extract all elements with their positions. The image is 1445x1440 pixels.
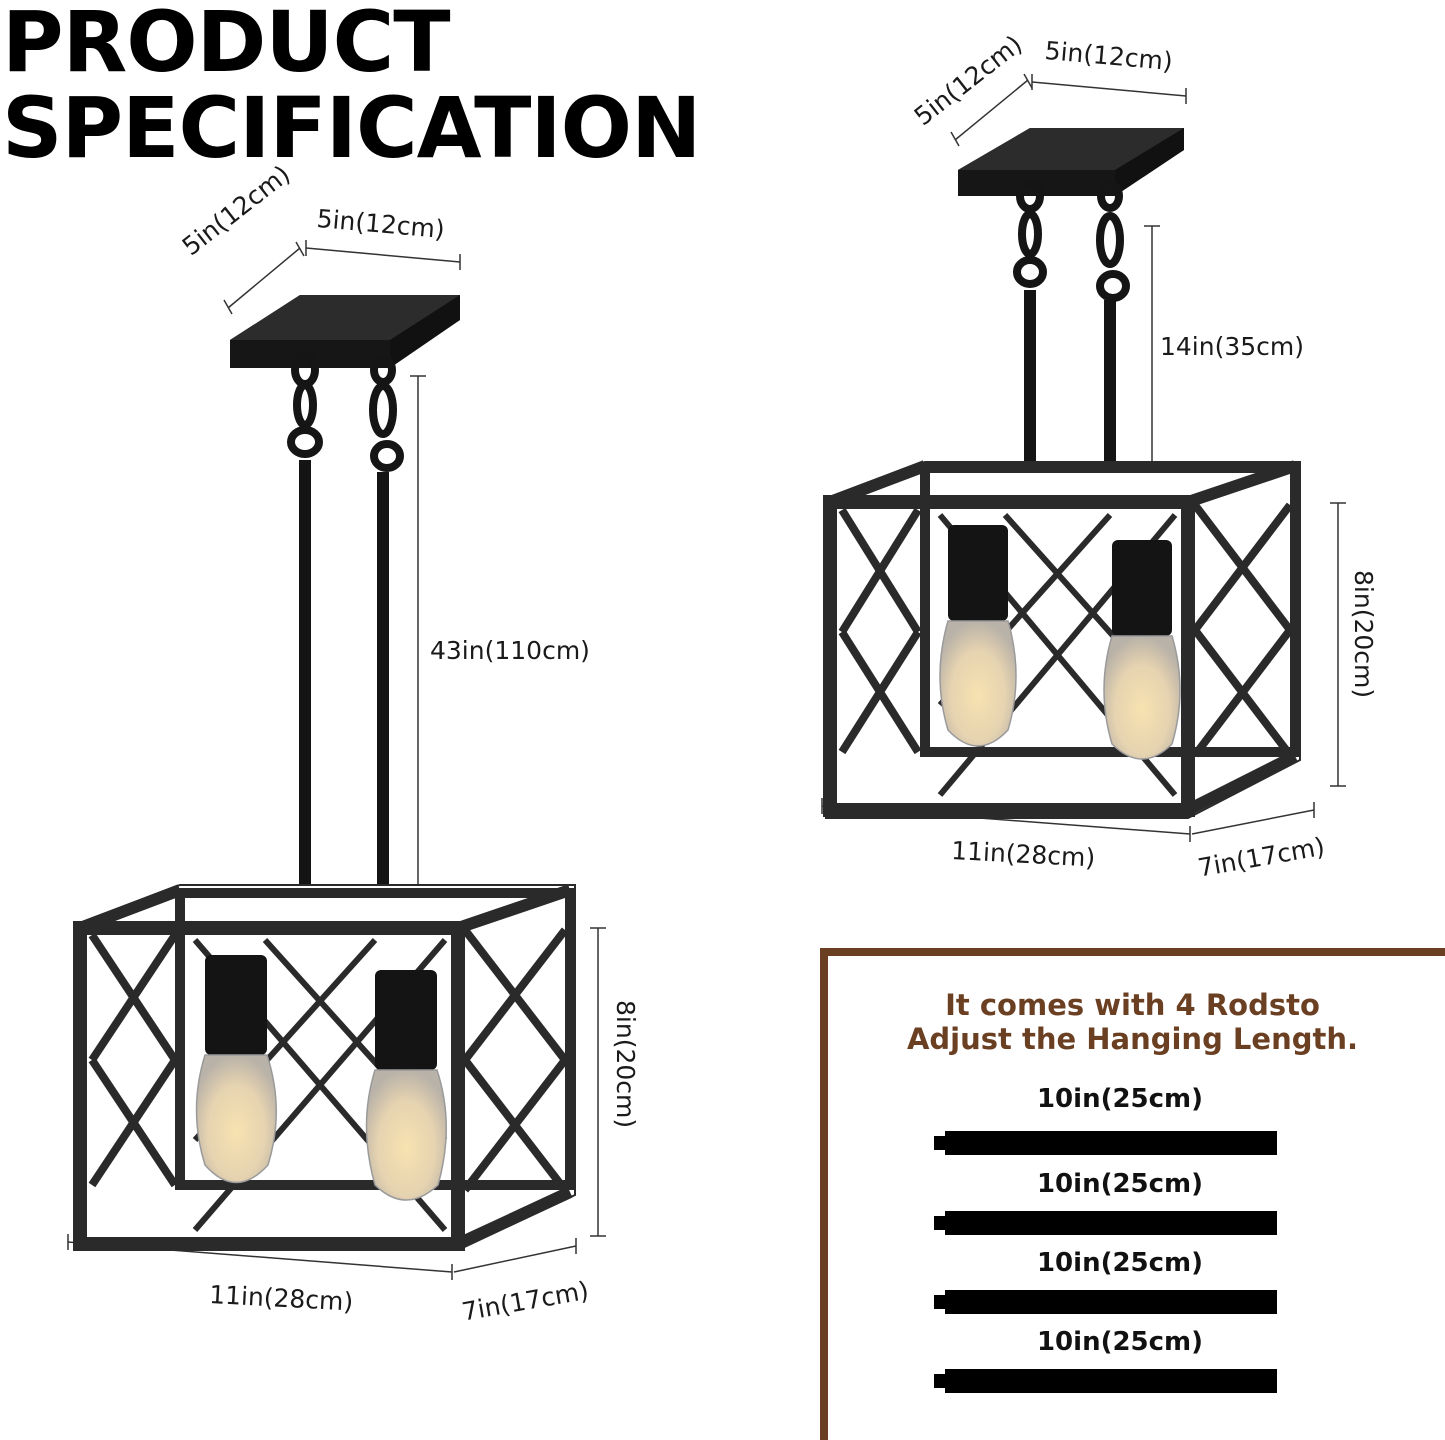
rod-label-2: 10in(25cm) — [1036, 1169, 1204, 1199]
rod-label-4: 10in(25cm) — [1036, 1327, 1204, 1357]
left-width-label: 11in(28cm) — [208, 1280, 354, 1317]
right-width-label: 11in(28cm) — [950, 836, 1096, 873]
rod-bar-3 — [945, 1290, 1277, 1314]
rod-bar-1 — [945, 1131, 1277, 1155]
heading-product: PRODUCT — [2, 0, 451, 91]
rod-bar-4 — [945, 1369, 1277, 1393]
rod-label-1: 10in(25cm) — [1036, 1084, 1204, 1114]
rods-panel-line-2: Adjust the Hanging Length. — [906, 1022, 1359, 1056]
heading-specification: SPECIFICATION — [2, 79, 701, 177]
rod-bar-2 — [945, 1211, 1277, 1235]
rod-label-3: 10in(25cm) — [1036, 1248, 1204, 1278]
left-height-label: 8in(20cm) — [611, 1000, 640, 1129]
rods-panel-frame — [820, 948, 1445, 1440]
right-hanging-length-label: 14in(35cm) — [1160, 332, 1305, 361]
left-hanging-length-label: 43in(110cm) — [430, 636, 590, 665]
right-fixture — [821, 73, 1346, 842]
right-height-label: 8in(20cm) — [1349, 570, 1378, 699]
rods-panel-line-1: It comes with 4 Rodsto — [945, 988, 1320, 1022]
left-fixture — [67, 240, 606, 1280]
rod-bars — [934, 1131, 1277, 1393]
